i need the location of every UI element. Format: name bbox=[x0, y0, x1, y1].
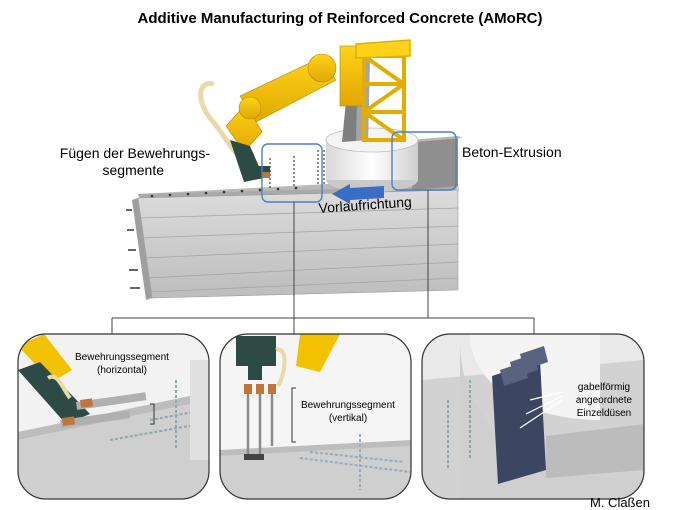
frame-extrusion bbox=[391, 131, 457, 191]
label-joining-line1: Fügen der Bewehrungs- bbox=[59, 145, 210, 161]
detail-panel-nozzles bbox=[421, 333, 645, 500]
connector-lines bbox=[111, 190, 535, 334]
diagram-title: Additive Manufacturing of Reinforced Con… bbox=[137, 10, 543, 27]
label-nozzles-line3: Einzeldüsen bbox=[576, 408, 632, 419]
label-segment-horizontal-line1: Bewehrungssegment bbox=[75, 352, 169, 363]
label-joining-line2: segmente bbox=[102, 162, 164, 178]
label-segment-horizontal: Bewehrungssegment (horizontal) bbox=[66, 351, 178, 377]
label-segment-vertical-line1: Bewehrungssegment bbox=[301, 400, 395, 411]
label-nozzles-line1: gabelförmig bbox=[577, 382, 631, 393]
detail-panel-horizontal bbox=[17, 333, 210, 500]
label-nozzles: gabelförmig angeordnete Einzeldüsen bbox=[562, 381, 646, 420]
label-segment-vertical: Bewehrungssegment (vertikal) bbox=[296, 399, 400, 425]
label-extrusion: Beton-Extrusion bbox=[462, 144, 562, 160]
lattice-tower bbox=[355, 39, 411, 142]
direction-arrow bbox=[332, 184, 384, 204]
concrete-wall bbox=[126, 136, 462, 300]
highlight-frames bbox=[261, 131, 457, 203]
author-credit: M. Claßen bbox=[590, 495, 650, 510]
label-segment-vertical-line2: (vertikal) bbox=[328, 413, 368, 424]
label-joining: Fügen der Bewehrungs- segmente bbox=[30, 145, 210, 179]
detail-panel-vertical bbox=[219, 333, 412, 500]
label-segment-horizontal-line2: (horizontal) bbox=[96, 365, 148, 376]
frame-joining bbox=[261, 143, 323, 203]
label-nozzles-line2: angeordnete bbox=[575, 395, 633, 406]
